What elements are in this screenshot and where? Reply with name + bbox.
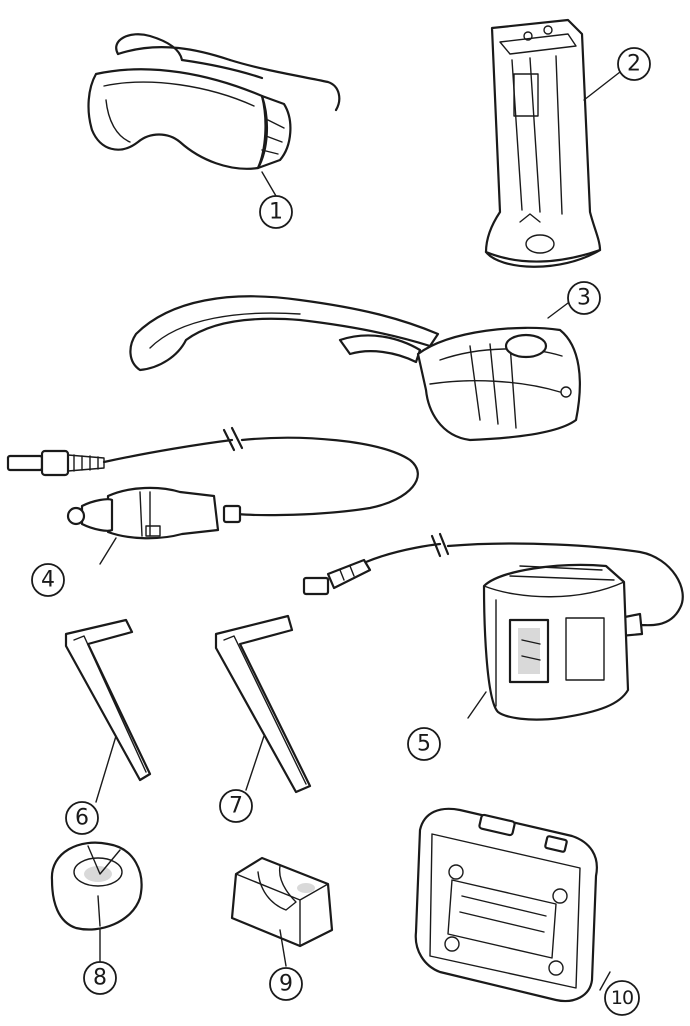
callout-6: 6 [65,801,99,835]
safety-glasses-drawing [87,33,341,197]
callout-4: 4 [31,563,65,597]
callout-8: 8 [83,961,117,995]
callout-3: 3 [567,281,601,315]
callout-label-9: 9 [279,972,293,997]
callout-5: 5 [407,727,441,761]
hex-key-small-drawing [64,618,152,803]
car-charger-drawing [6,426,419,565]
callout-label-3: 3 [577,286,591,311]
callout-1: 1 [259,195,293,229]
callout-label-4: 4 [41,568,55,593]
callout-label-6: 6 [75,806,89,831]
callout-label-2: 2 [627,52,641,77]
ac-adapter-drawing [302,532,684,721]
callout-2: 2 [617,47,651,81]
round-spacer-drawing [50,841,143,963]
callout-label-10: 10 [611,987,633,1009]
callout-label-7: 7 [229,794,243,819]
carrying-case-drawing [414,807,611,1003]
callout-label-1: 1 [269,200,283,225]
callout-label-8: 8 [93,966,107,991]
callout-10: 10 [604,980,640,1016]
block-spacer-drawing [230,856,334,967]
battery-pack-drawing [484,18,621,268]
callout-7: 7 [219,789,253,823]
battery-holder-drawing [129,295,581,442]
callout-label-5: 5 [417,732,431,757]
hex-key-large-drawing [214,614,312,794]
callout-9: 9 [269,967,303,1001]
